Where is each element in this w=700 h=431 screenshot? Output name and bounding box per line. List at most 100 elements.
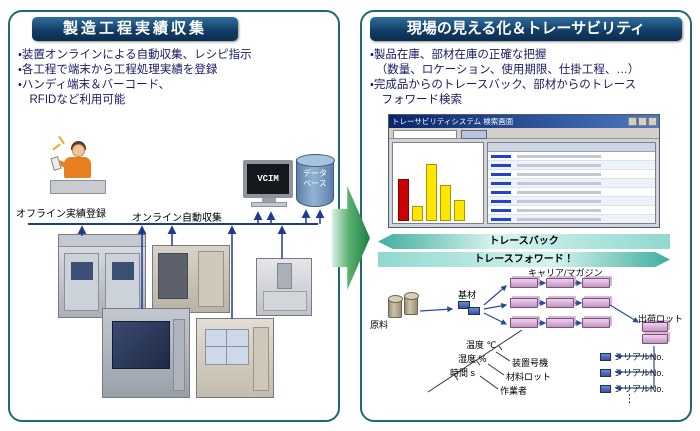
database-label: データ ベース — [303, 169, 327, 188]
serial-item-box — [600, 368, 611, 377]
humidity-label: 湿度 % — [458, 354, 487, 364]
shipping-lot-tray — [642, 334, 668, 344]
machine-window-grid — [226, 329, 227, 365]
window-toolbar — [389, 128, 659, 139]
bullet-line: ・完成品からのトレースバック、部材からのトレース — [370, 79, 637, 91]
mini-table-link-cell — [491, 217, 511, 221]
serial-row: シリアルNo. — [600, 350, 664, 363]
base-material-box — [458, 301, 470, 309]
window-titlebar: トレーサビリティシステム 検索画面 — [389, 115, 659, 128]
mini-table-text-cell — [517, 208, 601, 212]
mini-table-row — [488, 170, 655, 179]
offline-entry-label: オフライン実績登録 — [16, 209, 106, 220]
serial-label: シリアルNo. — [614, 384, 664, 394]
raw-material-drum — [404, 292, 419, 315]
flow-connectors — [419, 280, 655, 393]
mini-chart-bar — [426, 164, 437, 221]
online-collection-label: オンライン自動収集 — [132, 213, 222, 224]
carrier-tray — [582, 278, 610, 288]
equipment-machine-4 — [196, 318, 274, 398]
mini-table-text-cell — [517, 181, 601, 185]
mini-table-text-cell — [517, 217, 601, 221]
machine-panel — [173, 319, 185, 391]
carrier-tray — [510, 278, 538, 288]
mini-table-text-cell — [517, 199, 601, 203]
vcim-screen: VCIM — [243, 160, 293, 198]
mini-chart-bar — [412, 205, 423, 221]
window-buttons — [628, 117, 657, 126]
mini-table-row — [488, 152, 655, 161]
right-panel-title: 現場の見える化＆トレーサビリティ — [370, 17, 682, 41]
bullet-line: フォワード検索 — [370, 94, 462, 106]
mini-chart-bar — [440, 184, 451, 221]
mini-table-link-cell — [491, 208, 511, 212]
machine-panel — [158, 253, 188, 299]
serial-label: シリアルNo. — [614, 368, 664, 378]
traceback-label: トレースバック — [489, 236, 559, 247]
close-icon — [648, 117, 657, 126]
bullet-line: ・製品在庫、部材在庫の正確な把握 — [370, 49, 547, 61]
machine-base — [263, 291, 307, 311]
bullet-line: （数量、ロケーション、使用期限、仕掛工程、…） — [370, 64, 640, 76]
monitor-stand — [262, 198, 276, 202]
machine-part — [59, 235, 145, 247]
mini-table-text-cell — [517, 154, 601, 158]
bullet-line: ・ハンディ端末＆バーコード、 — [18, 79, 171, 91]
serial-label: シリアルNo. — [614, 352, 664, 362]
bullet-line: ・装置オンラインによる自動収集、レシピ指示 — [18, 49, 252, 61]
machine-window-grid — [205, 346, 249, 347]
network-connectors — [28, 209, 325, 319]
machine-panel — [253, 327, 269, 391]
machine-door — [64, 253, 99, 311]
minimize-icon — [628, 117, 637, 126]
equipment-machine-1 — [58, 234, 146, 318]
base-material-label: 基材 — [458, 290, 477, 300]
carrier-tray — [546, 298, 574, 308]
monitor-base — [251, 202, 287, 207]
traceforward-arrow: トレースフォワード！ — [378, 252, 670, 267]
bullet-line: ・各工程で端末から工程処理実績を登録 — [18, 64, 218, 76]
mini-table-text-cell — [517, 190, 601, 194]
raw-material-drum — [388, 295, 403, 318]
workbench — [50, 180, 106, 194]
carrier-tray — [510, 318, 538, 328]
base-material-box — [468, 307, 480, 315]
carrier-tray — [546, 318, 574, 328]
right-bullet-list: ・製品在庫、部材在庫の正確な把握 （数量、ロケーション、使用期限、仕掛工程、…）… — [370, 48, 639, 108]
mini-table-row — [488, 215, 655, 223]
serial-item-box — [600, 352, 611, 361]
mini-table-row — [488, 206, 655, 215]
mini-table-text-cell — [517, 172, 601, 176]
mini-table-link-cell — [491, 181, 511, 185]
mini-table-header — [488, 143, 655, 152]
maximize-icon — [638, 117, 647, 126]
machine-window — [205, 329, 249, 365]
carrier-tray — [582, 318, 610, 328]
carrier-tray — [510, 298, 538, 308]
carrier-tray — [546, 278, 574, 288]
mini-table-link-cell — [491, 172, 511, 176]
left-panel: 製造工程実績収集 ・装置オンラインによる自動収集、レシピ指示 ・各工程で端末から… — [8, 10, 340, 422]
mini-table-link-cell — [491, 190, 511, 194]
operator-illustration — [50, 135, 110, 202]
mini-chart — [392, 142, 484, 224]
mini-table-link-cell — [491, 163, 511, 167]
machine-tower — [198, 251, 224, 307]
machine-window — [112, 262, 134, 280]
mini-table-link-cell — [491, 154, 511, 158]
traceback-arrow: トレースバック — [378, 234, 670, 249]
shipping-lot-tray — [642, 322, 668, 332]
mini-chart-bar — [454, 199, 465, 221]
raw-material-label: 原料 — [370, 320, 389, 330]
left-panel-title: 製造工程実績収集 — [32, 17, 238, 41]
bullet-line: RFIDなど利用可能 — [18, 94, 126, 106]
traceforward-label: トレースフォワード！ — [474, 254, 574, 265]
mini-table-row — [488, 161, 655, 170]
mini-table-row — [488, 197, 655, 206]
carrier-tray — [582, 298, 610, 308]
right-panel: 現場の見える化＆トレーサビリティ ・製品在庫、部材在庫の正確な把握 （数量、ロケ… — [360, 10, 692, 422]
window-title: トレーサビリティシステム 検索画面 — [392, 117, 514, 126]
mini-table — [487, 142, 656, 224]
mini-table-text-cell — [517, 163, 601, 167]
equipment-machine-3 — [102, 308, 190, 398]
